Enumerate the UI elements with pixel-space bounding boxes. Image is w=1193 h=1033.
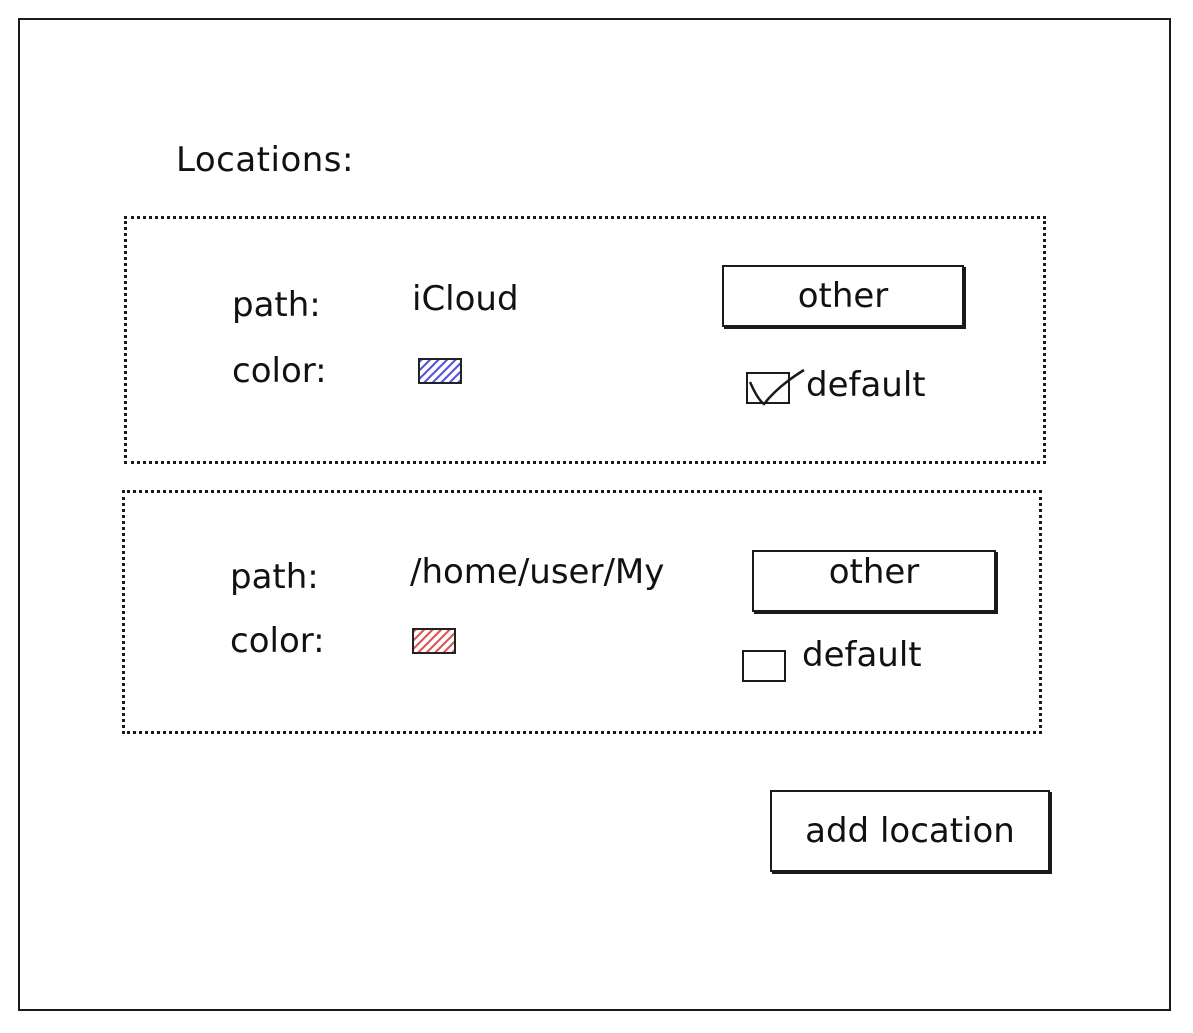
app-window <box>18 18 1171 1011</box>
locations-heading: Locations: <box>176 140 354 180</box>
path-label: path: <box>230 557 319 597</box>
default-label: default <box>806 365 926 405</box>
default-checkbox[interactable] <box>742 650 786 682</box>
checkmark-icon <box>748 368 805 406</box>
path-value: iCloud <box>412 279 519 319</box>
default-label: default <box>802 635 922 675</box>
location-card <box>124 216 1046 464</box>
path-label: path: <box>232 285 321 325</box>
color-swatch[interactable] <box>418 358 462 384</box>
color-label: color: <box>230 621 325 661</box>
default-checkbox[interactable] <box>746 368 805 406</box>
other-path-button[interactable]: other <box>722 265 964 327</box>
location-card <box>122 490 1042 734</box>
color-swatch[interactable] <box>412 628 456 654</box>
color-label: color: <box>232 351 327 391</box>
add-location-button[interactable]: add location <box>770 790 1050 872</box>
path-value: /home/user/My <box>410 552 665 592</box>
other-path-button[interactable]: other <box>752 550 996 612</box>
